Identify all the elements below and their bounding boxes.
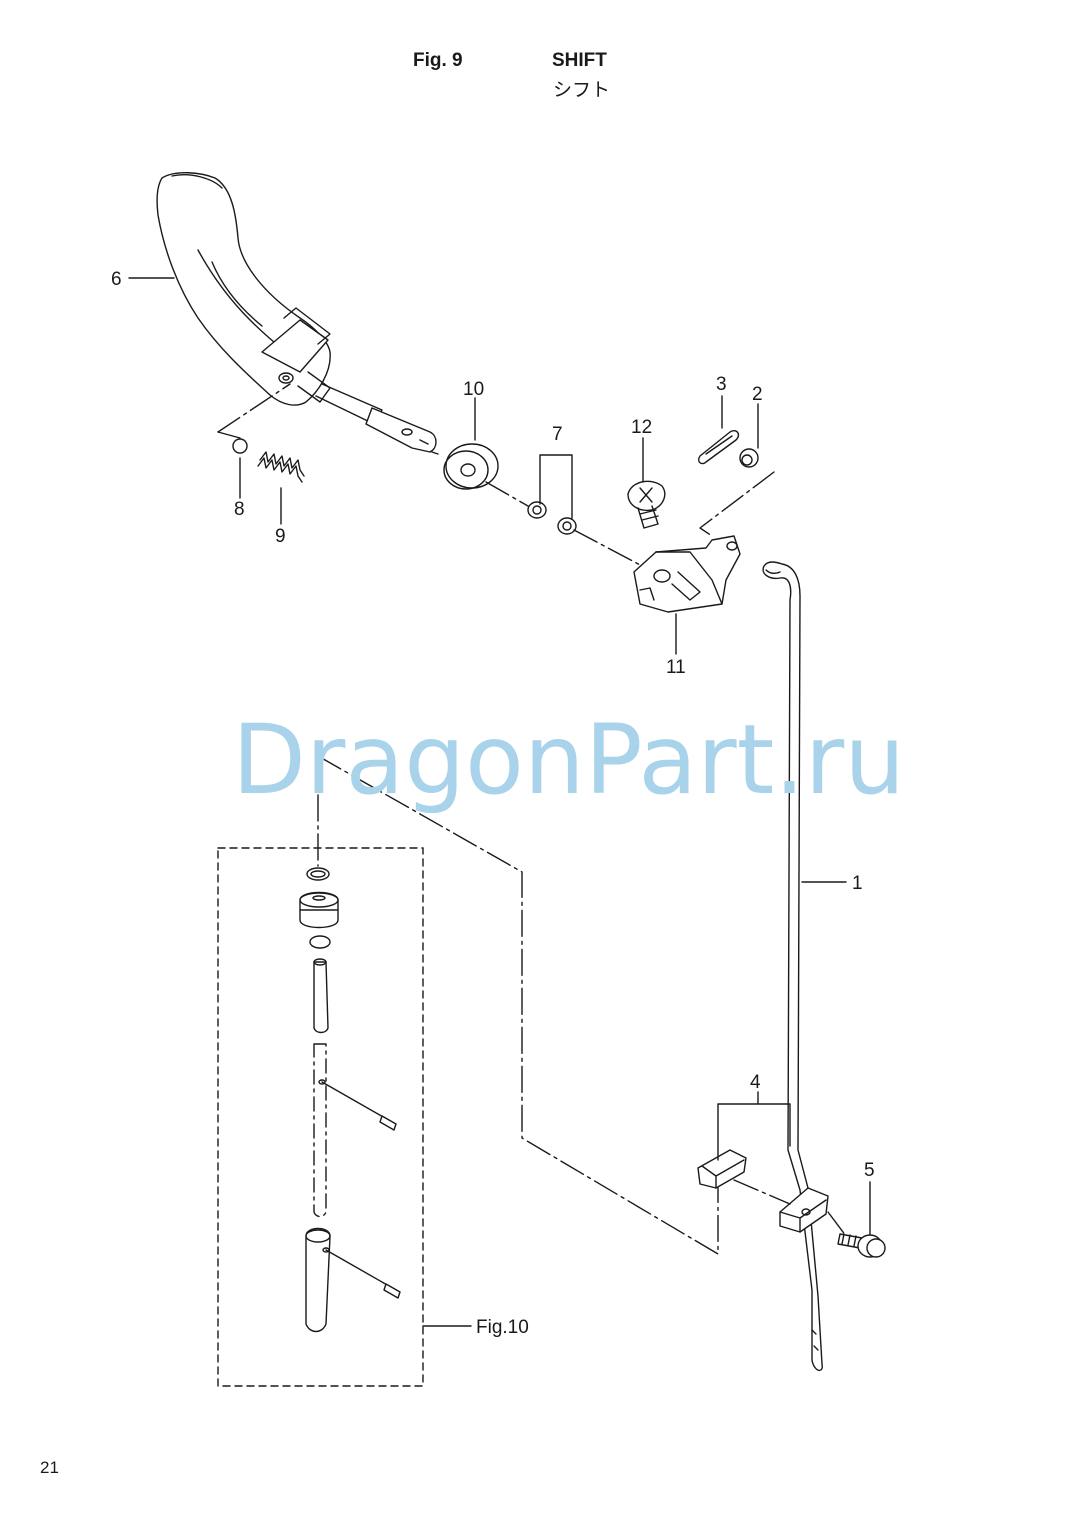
shift-bracket	[633, 535, 741, 613]
shift-rod	[762, 561, 823, 1371]
detent-spring	[257, 451, 305, 483]
washer-small	[739, 448, 759, 468]
callout-4: 4	[750, 1072, 761, 1093]
callout-8: 8	[234, 499, 245, 520]
fig10-reference: Fig.10	[476, 1317, 529, 1338]
subassembly-frame	[217, 847, 424, 1387]
callout-5: 5	[864, 1160, 875, 1181]
callout-6: 6	[111, 269, 122, 290]
callout-1: 1	[852, 873, 863, 894]
callout-3: 3	[716, 374, 727, 395]
callout-9: 9	[275, 526, 286, 547]
shift-lever	[156, 172, 331, 406]
assembly-guides	[217, 383, 847, 1255]
bolt-12	[627, 480, 666, 529]
callout-2: 2	[752, 384, 763, 405]
shift-shaft	[297, 371, 437, 453]
watermark: DragonPart.ru	[232, 704, 905, 816]
detent-ball	[232, 438, 248, 454]
figure-title-japanese: シフト	[553, 79, 611, 101]
callout-10: 10	[463, 379, 484, 400]
subassembly-parts	[299, 867, 401, 1333]
callout-7: 7	[552, 424, 563, 445]
callout-12: 12	[631, 417, 652, 438]
bolt-5	[837, 1233, 886, 1258]
cotter-pin	[697, 430, 740, 465]
figure-title: SHIFT	[552, 50, 607, 71]
callout-11: 11	[666, 657, 686, 678]
washer-large	[443, 443, 499, 490]
page-number: 21	[40, 1458, 59, 1477]
leader-lines	[128, 277, 871, 1327]
washer-pair	[527, 501, 577, 535]
rod-clip	[697, 1149, 829, 1233]
figure-number: Fig. 9	[413, 50, 463, 71]
